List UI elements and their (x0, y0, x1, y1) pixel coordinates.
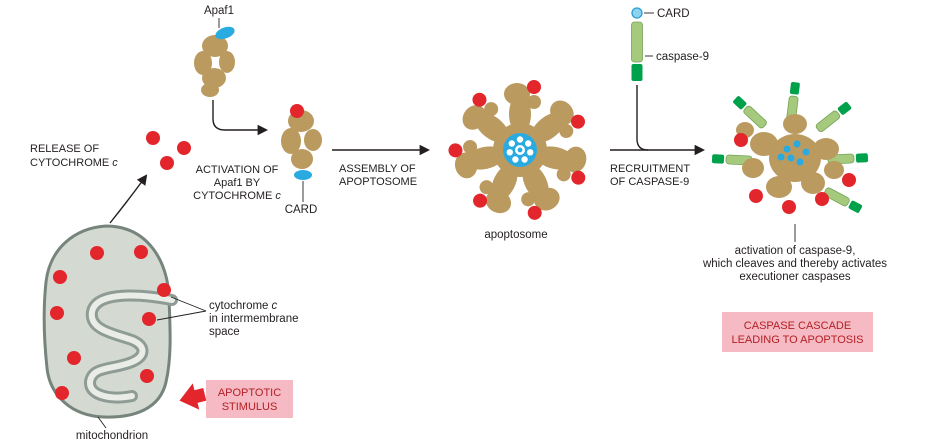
caspase-activation-caption: activation of caspase-9, which cleaves a… (702, 245, 887, 283)
cytochrome-c-dot (842, 173, 856, 187)
assembly-caption: ASSEMBLY OF APOPTOSOME (339, 163, 417, 188)
apaf1-label: Apaf1 (204, 5, 234, 17)
apoptosome-hub (503, 133, 537, 167)
activation-arrow (212, 100, 269, 136)
cytochrome-c-dot (67, 351, 81, 365)
cytochrome-c-dot (55, 386, 69, 400)
caspase-cascade: CASPASE CASCADE LEADING TO APOPTOSIS (722, 312, 873, 352)
svg-text:STIMULUS: STIMULUS (222, 401, 278, 413)
cytochrome-c-dot (160, 156, 174, 170)
cytochrome-c-dot (146, 131, 160, 145)
svg-text:OF CASPASE-9: OF CASPASE-9 (610, 176, 689, 188)
card-icon (631, 7, 643, 19)
svg-text:space: space (209, 326, 240, 338)
apoptosome-label: apoptosome (484, 229, 547, 241)
card-label: CARD (285, 204, 318, 216)
caspase9-rod-dark (631, 64, 643, 81)
cytochrome-c-dot (90, 246, 104, 260)
caspase9-legend: CARD caspase-9 (631, 7, 709, 151)
svg-text:ACTIVATION OF: ACTIVATION OF (196, 164, 279, 176)
apoptotic-stimulus-box (206, 380, 293, 418)
caspase9-label: caspase-9 (656, 51, 709, 63)
svg-text:CASPASE CASCADE: CASPASE CASCADE (744, 320, 851, 332)
holo-apoptosome-group (711, 81, 869, 242)
caspase-cascade-box (722, 312, 873, 352)
svg-text:executioner caspases: executioner caspases (739, 271, 850, 283)
recruitment-caption: RECRUITMENT OF CASPASE-9 (610, 163, 690, 188)
cytochrome-c-dot (749, 189, 763, 203)
activated-apaf1-group: CARD (281, 104, 322, 216)
cytochrome-c-dot (134, 245, 148, 259)
cytochrome-c-dot (177, 141, 191, 155)
svg-text:APOPTOTIC: APOPTOTIC (218, 387, 281, 399)
svg-text:APOPTOSOME: APOPTOSOME (339, 176, 417, 188)
apoptosome-wheel (447, 80, 592, 223)
intermembrane-cytochrome-dots (50, 245, 171, 400)
mitochondrion-label-group: mitochondrion (76, 416, 148, 442)
mitochondrion-group (42, 224, 178, 419)
caspase9-recruitment-line (636, 85, 649, 151)
holo-card-cluster (777, 140, 810, 166)
pointer-line (97, 416, 107, 429)
apaf1-protein (194, 35, 235, 97)
card-domain-icon (294, 170, 312, 180)
mitochondrion-label: mitochondrion (76, 430, 148, 442)
pointer-line (156, 310, 207, 321)
holo-cytochrome-dots (734, 133, 856, 214)
caspase9-rod (822, 186, 864, 215)
cytochrome-c-dot (50, 306, 64, 320)
svg-text:RECRUITMENT: RECRUITMENT (610, 163, 690, 175)
cytochrome-c-dot (290, 104, 304, 118)
svg-text:activation of caspase-9,: activation of caspase-9, (735, 245, 856, 257)
svg-text:LEADING TO APOPTOSIS: LEADING TO APOPTOSIS (731, 334, 863, 346)
pointer-line (170, 296, 207, 312)
svg-text:which cleaves and thereby acti: which cleaves and thereby activates (702, 258, 887, 270)
svg-text:in intermembrane: in intermembrane (209, 313, 298, 325)
apoptotic-stimulus-arrow (179, 383, 207, 410)
apoptosome-group: apoptosome (447, 80, 592, 241)
svg-text:Apaf1 BY: Apaf1 BY (214, 177, 261, 189)
cytochrome-c-dot (140, 369, 154, 383)
card-domain-icon (215, 26, 235, 40)
caspase9-rod-light (631, 21, 643, 63)
apaf1-group: Apaf1 (194, 5, 235, 97)
cytochrome-c-dot (815, 192, 829, 206)
cytochrome-c-dot (157, 283, 171, 297)
cytochrome-c-dot (53, 270, 67, 284)
caspase9-rod (814, 100, 853, 134)
release-caption-line1: RELEASE OF (30, 143, 99, 155)
release-arrow (109, 174, 148, 224)
released-cytochrome-dots (146, 131, 191, 170)
activated-apaf1-protein (281, 110, 322, 169)
cytochrome-c-dot (734, 133, 748, 147)
cytochrome-c-dot (142, 312, 156, 326)
mitochondrion-cristae-lumen (87, 292, 175, 401)
svg-text:ASSEMBLY OF: ASSEMBLY OF (339, 163, 416, 175)
card-top-label: CARD (657, 8, 690, 20)
apoptotic-stimulus: APOPTOTIC STIMULUS (179, 380, 293, 418)
cytochrome-c-dot (782, 200, 796, 214)
